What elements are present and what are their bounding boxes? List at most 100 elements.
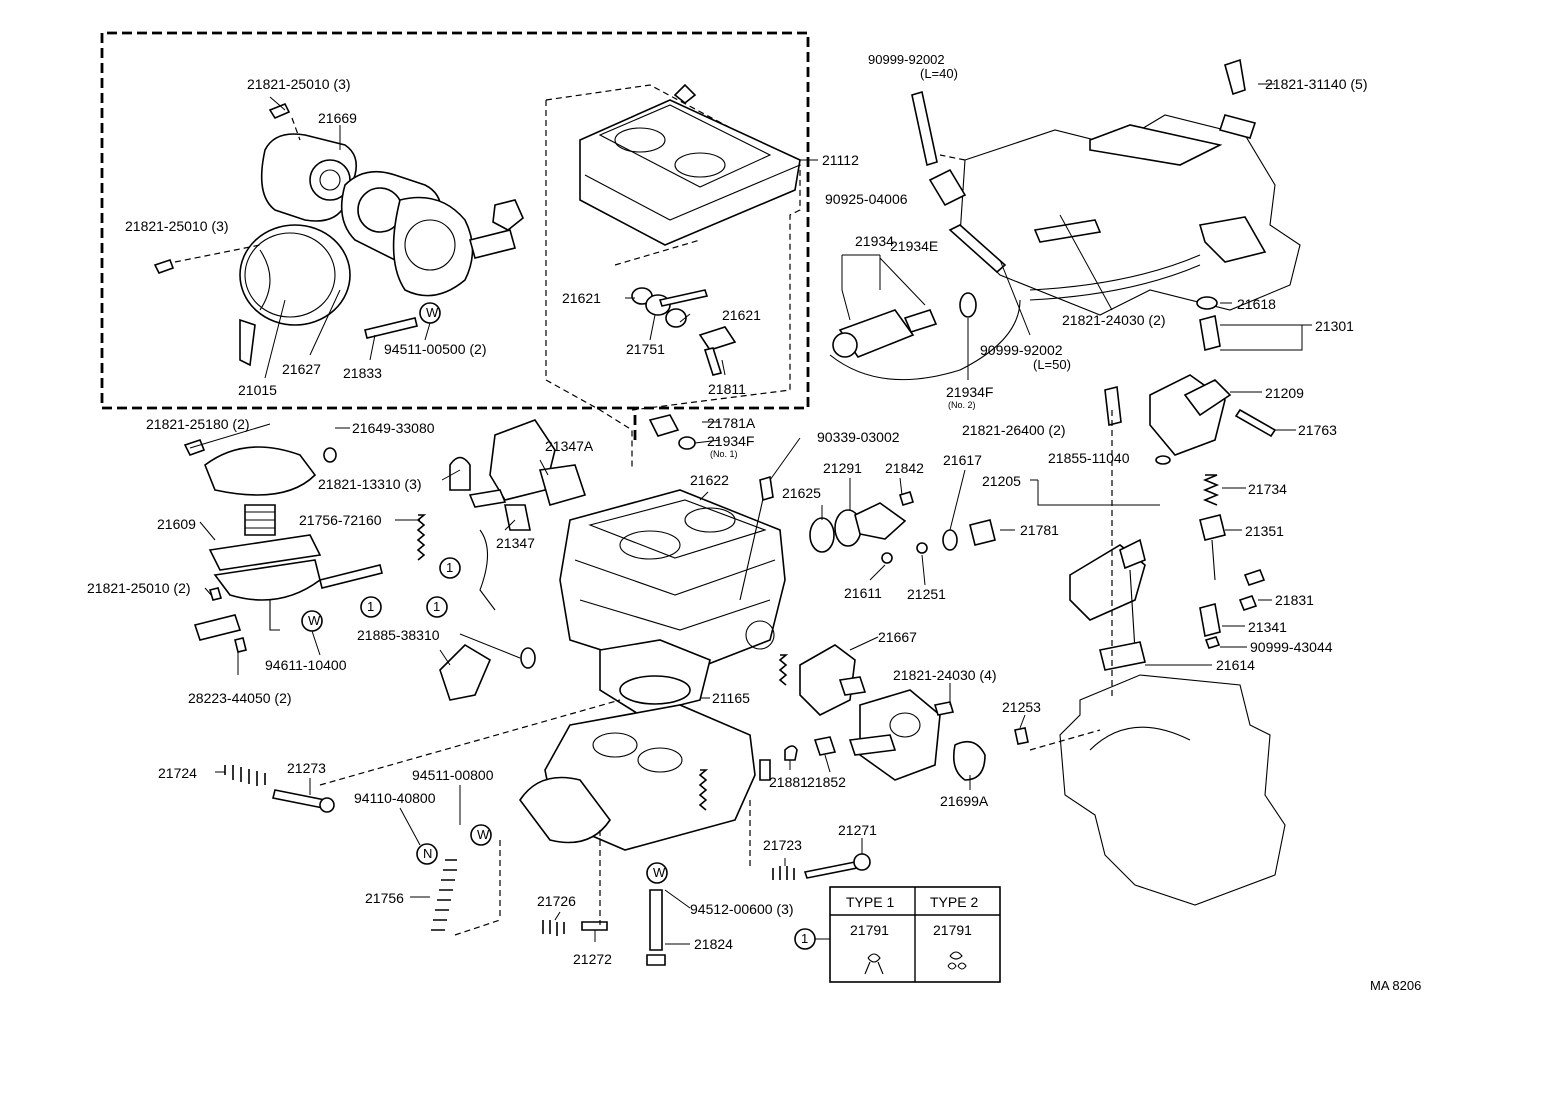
type-table-part-1: 21791 — [850, 922, 889, 938]
part-label-90925-04006: 90925-04006 — [825, 191, 908, 207]
part-label-21627: 21627 — [282, 361, 321, 377]
part-label-21347a: 21347A — [545, 438, 594, 454]
choke-housing-21669 — [260, 133, 524, 297]
part-label-21855-11040: 21855-11040 — [1048, 450, 1130, 466]
part-label-21253: 21253 — [1002, 699, 1041, 715]
part-label-21609: 21609 — [157, 516, 196, 532]
spring-21724 — [224, 765, 266, 786]
diaphragm-cover-21609 — [204, 446, 322, 631]
part-label-21618: 21618 — [1237, 296, 1276, 312]
part-label-21852: 21852 — [807, 774, 846, 790]
callout-marker-1c: 1 — [433, 599, 441, 614]
part-label-21723: 21723 — [763, 837, 802, 853]
washer-marker-w1: W — [426, 305, 439, 320]
type-table — [829, 886, 1001, 983]
washer-marker-w4: W — [653, 865, 666, 880]
bracket-assembly-21699a — [848, 689, 986, 781]
washer-marker-n: N — [423, 846, 433, 861]
part-label-21621-right: 21621 — [722, 307, 761, 323]
part-label-28223-44050: 28223-44050 (2) — [188, 690, 292, 706]
part-label-21272: 21272 — [573, 951, 612, 967]
screw-21833 — [364, 317, 418, 339]
part-label-21781a: 21781A — [707, 415, 756, 431]
part-label-94611-10400: 94611-10400 — [265, 657, 347, 673]
part-label-90999-43044: 90999-43044 — [1250, 639, 1333, 655]
callout-marker-1a: 1 — [446, 560, 454, 575]
washer-marker-w3: W — [477, 827, 490, 842]
part-label-l50: (L=50) — [1033, 357, 1071, 372]
vacuum-valve-90925-04006 — [928, 168, 967, 207]
part-label-21622: 21622 — [690, 472, 729, 488]
part-label-21934: 21934 — [855, 233, 894, 249]
part-label-no2: (No. 2) — [948, 400, 976, 410]
part-label-21341: 21341 — [1248, 619, 1287, 635]
jet-parts-21621 — [614, 239, 737, 376]
part-label-21934f-no2: 21934F — [946, 384, 994, 400]
part-label-21763: 21763 — [1298, 422, 1337, 438]
part-label-21165: 21165 — [712, 690, 750, 706]
part-label-21614: 21614 — [1216, 657, 1255, 673]
part-label-21821-25010-mid: 21821-25010 (3) — [125, 218, 229, 234]
part-label-21112: 21112 — [822, 152, 859, 168]
part-label-21821-13310: 21821-13310 (3) — [318, 476, 422, 492]
diagram-reference-code: MA 8206 — [1370, 978, 1422, 993]
part-label-21291: 21291 — [823, 460, 862, 476]
part-label-94110-40800: 94110-40800 — [354, 790, 436, 806]
part-label-94511-00500: 94511-00500 (2) — [384, 341, 487, 357]
clip-type2-icon — [947, 951, 967, 970]
lever-21756-72160 — [319, 564, 383, 589]
part-label-21621-left: 21621 — [562, 290, 601, 306]
clip-21881 — [784, 745, 798, 761]
assembly-boundary — [100, 31, 810, 440]
part-label-21724: 21724 — [158, 765, 197, 781]
throttle-positioner-21667 — [778, 644, 867, 716]
air-horn-21112 — [579, 83, 801, 246]
part-label-21781: 21781 — [1020, 522, 1059, 538]
part-label-21934e: 21934E — [890, 238, 939, 254]
part-label-21347: 21347 — [496, 535, 535, 551]
engine-block-outline — [1059, 674, 1286, 906]
hose-90999-92002-l40 — [911, 90, 938, 167]
part-label-21699a: 21699A — [940, 793, 989, 809]
bolt-21824 — [649, 889, 663, 951]
spring-21756 — [431, 859, 457, 931]
valve-21351 — [1199, 514, 1226, 541]
plug-21781 — [969, 519, 996, 546]
bolt-21821-26400 — [1104, 386, 1122, 426]
part-label-21669: 21669 — [318, 110, 357, 126]
part-label-21821-24030-bottom: 21821-24030 (4) — [893, 667, 997, 683]
part-label-21734: 21734 — [1248, 481, 1287, 497]
check-valve-21341 — [1199, 603, 1221, 637]
part-label-21821-24030-top: 21821-24030 (2) — [1062, 312, 1166, 328]
part-label-21821-31140: 21821-31140 (5) — [1265, 76, 1368, 92]
part-label-l40: (L=40) — [920, 66, 958, 81]
nut-21852 — [813, 736, 837, 756]
callout-marker-1b: 1 — [367, 599, 375, 614]
part-label-21209: 21209 — [1265, 385, 1304, 401]
accelerator-pump-21347 — [468, 419, 587, 531]
part-label-21821-25180: 21821-25180 (2) — [146, 416, 250, 432]
part-label-21726: 21726 — [537, 893, 576, 909]
part-label-21934f-no1: 21934F — [707, 433, 755, 449]
type-table-header-2: TYPE 2 — [930, 894, 979, 910]
type-table-header-1: TYPE 1 — [846, 894, 895, 910]
part-label-21821-25010-bottom: 21821-25010 (2) — [87, 580, 191, 596]
part-label-21351: 21351 — [1245, 523, 1284, 539]
intake-manifold-outline — [959, 58, 1301, 316]
bracket-21614 — [1069, 538, 1146, 671]
part-label-21756: 21756 — [365, 890, 404, 906]
part-label-no1: (No. 1) — [710, 449, 738, 459]
part-label-21301: 21301 — [1315, 318, 1354, 334]
part-label-21617: 21617 — [943, 452, 982, 468]
part-label-21271: 21271 — [838, 822, 877, 838]
part-label-21667: 21667 — [878, 629, 917, 645]
part-label-94512-00600: 94512-00600 (3) — [690, 901, 794, 917]
gasket-21885-38310 — [520, 647, 536, 669]
callout-marker-1-table: 1 — [801, 931, 809, 946]
subassembly-boundary — [545, 100, 633, 470]
leader-lines — [189, 83, 1312, 945]
spring-21734 — [1202, 474, 1220, 506]
part-label-21833: 21833 — [343, 365, 382, 381]
part-label-21649-33080: 21649-33080 — [352, 420, 435, 436]
